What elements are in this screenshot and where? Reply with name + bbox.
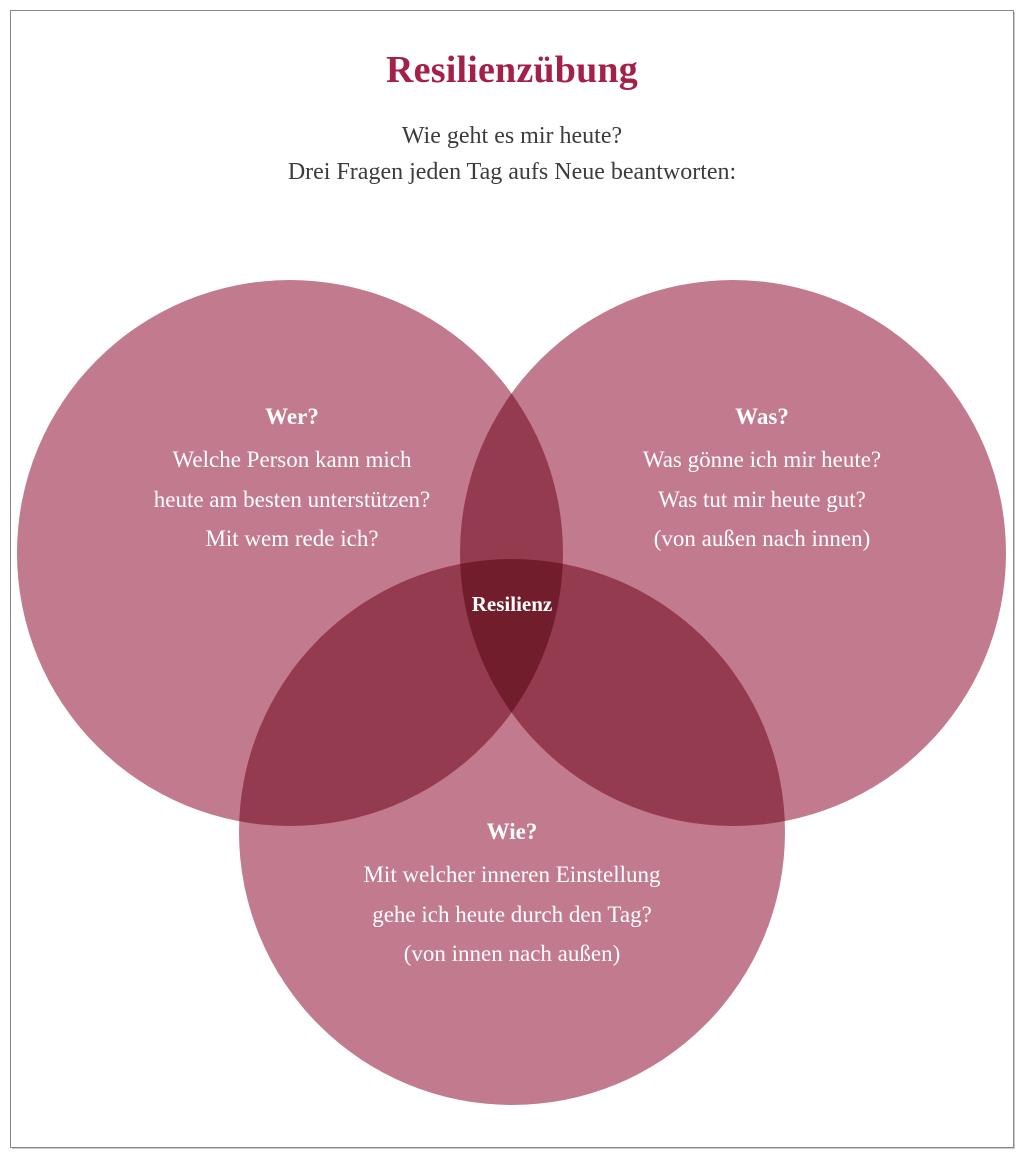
lobe-who-line-2: heute am besten unterstützen? [153,486,431,512]
venn-lobe-who: Wer? Welche Person kann mich heute am be… [77,405,507,559]
page-title: Resilienzübung [386,49,638,91]
subtitle-line-1: Wie geht es mir heute? [401,122,623,149]
lobe-what-lines: Was gönne ich mir heute? Was tut mir heu… [562,440,962,559]
lobe-what-line-3: (von außen nach innen) [653,526,871,552]
lobe-how-line-2: gehe ich heute durch den Tag? [372,901,652,927]
subtitle-block: Wie geht es mir heute? Drei Fragen jeden… [0,92,1024,191]
lobe-who-heading: Wer? [265,404,319,429]
venn-circle-how[interactable] [239,559,785,1105]
venn-center-label: Resilienz [471,592,553,616]
venn-lobe-what: Was? Was gönne ich mir heute? Was tut mi… [562,405,962,559]
venn-lobe-how: Wie? Mit welcher inneren Einstellung geh… [292,820,732,974]
lobe-how-heading: Wie? [486,819,538,844]
lobe-who-line-1: Welche Person kann mich [172,447,412,472]
subtitle-line-2: Drei Fragen jeden Tag aufs Neue beantwor… [287,159,737,186]
lobe-who-lines: Welche Person kann mich heute am besten … [77,440,507,559]
lobe-how-lines: Mit welcher inneren Einstellung gehe ich… [292,855,732,974]
lobe-who-line-3: Mit wem rede ich? [205,526,379,552]
lobe-what-line-2: Was tut mir heute gut? [658,486,866,512]
header: Resilienzübung Wie geht es mir heute? Dr… [0,0,1024,191]
lobe-how-line-1: Mit welcher inneren Einstellung [363,862,661,887]
lobe-what-heading: Was? [735,404,789,429]
lobe-what-line-1: Was gönne ich mir heute? [642,447,882,472]
lobe-how-line-3: (von innen nach außen) [403,941,621,967]
